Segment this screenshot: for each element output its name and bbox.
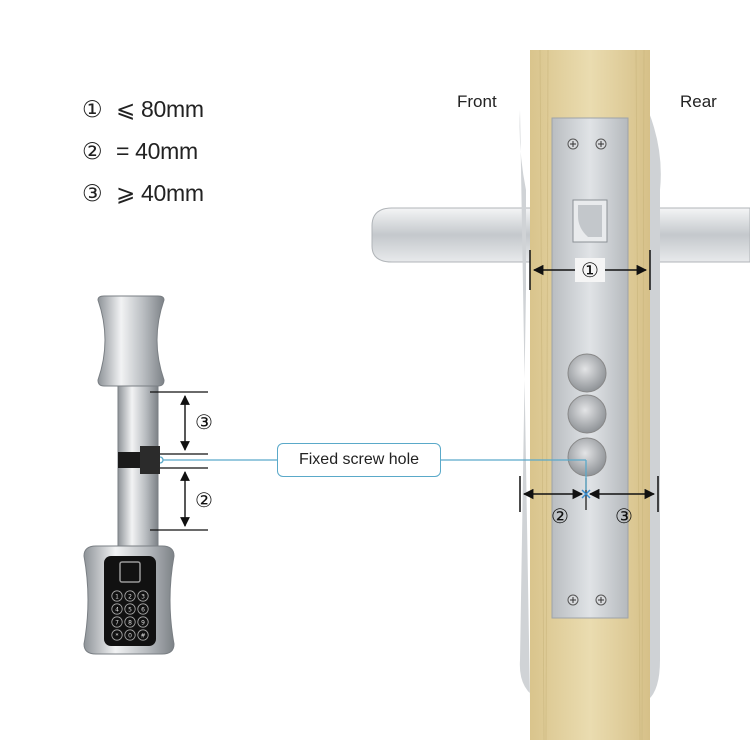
keypad-key — [111, 590, 123, 602]
keypad-digit: 4 — [115, 606, 119, 613]
keypad-digit: 7 — [115, 619, 119, 626]
legend-row-2: ② = 40mm — [82, 130, 204, 172]
legend-operator-1: ⩽ — [116, 95, 135, 122]
keypad-key — [111, 603, 123, 615]
legend-operator-2: = — [116, 137, 130, 164]
mortise-plate — [551, 117, 629, 619]
keypad-digit: 9 — [141, 619, 145, 626]
keypad: 1 2 3 4 5 6 7 8 9 * 0 # — [111, 590, 149, 641]
plate-screw-icon — [567, 138, 607, 606]
keypad-key — [111, 629, 123, 641]
legend-marker-1: ① — [82, 95, 103, 122]
door-width-dimension — [529, 250, 651, 290]
keypad-key — [124, 590, 136, 602]
door-handle — [371, 110, 750, 700]
keypad-key — [137, 629, 149, 641]
legend-value-2: 40mm — [135, 137, 198, 164]
cylinder-front-marker: ③ — [195, 412, 213, 434]
door-width-marker: ① — [581, 260, 599, 282]
keypad-key — [124, 616, 136, 628]
smart-lock-cylinder: 1 2 3 4 5 6 7 8 9 * 0 # — [83, 295, 175, 655]
legend-row-1: ① ⩽ 80mm — [82, 88, 204, 130]
legend: ① ⩽ 80mm ② = 40mm ③ ⩾ 40mm — [82, 88, 204, 214]
cylinder-holes — [567, 353, 607, 477]
door-rear-marker: ③ — [615, 506, 633, 528]
keypad-key — [124, 603, 136, 615]
keypad-key — [111, 616, 123, 628]
keypad-digit: 3 — [141, 593, 145, 600]
keypad-key — [124, 629, 136, 641]
legend-marker-3: ③ — [82, 179, 103, 206]
keypad-digit: 1 — [115, 593, 119, 600]
keypad-digit: 5 — [128, 606, 132, 613]
front-label: Front — [457, 92, 497, 111]
cylinder-rear-marker: ② — [195, 490, 213, 512]
legend-row-3: ③ ⩾ 40mm — [82, 172, 204, 214]
keypad-digit: 0 — [128, 632, 132, 639]
keypad-digit: 6 — [141, 606, 145, 613]
legend-marker-2: ② — [82, 137, 103, 164]
door-front-marker: ② — [551, 506, 569, 528]
cylinder-dimensions — [150, 391, 208, 531]
rear-label: Rear — [680, 92, 717, 111]
fixed-screw-hole-label: Fixed screw hole — [277, 443, 441, 477]
keypad-digit: 8 — [128, 619, 132, 626]
legend-value-1: 80mm — [140, 95, 204, 122]
keypad-digit: * — [116, 632, 119, 639]
legend-value-3: 40mm — [140, 179, 204, 206]
legend-operator-3: ⩾ — [116, 179, 135, 206]
keypad-digit: 2 — [128, 593, 132, 600]
keypad-key — [137, 603, 149, 615]
keypad-key — [137, 616, 149, 628]
keypad-key — [137, 590, 149, 602]
keypad-digit: # — [140, 632, 145, 639]
